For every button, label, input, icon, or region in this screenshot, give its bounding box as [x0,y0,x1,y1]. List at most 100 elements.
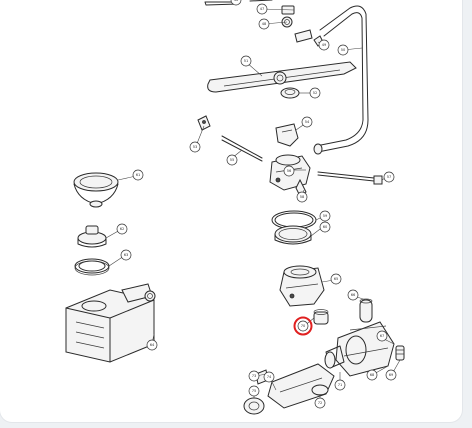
callout-c1: 46 [230,0,242,6]
callout-c30: 75 [248,385,260,397]
callout-bubble [146,339,158,351]
highlighted-bushing-part [313,309,329,325]
pump-housing [279,265,325,307]
callout-bubble [189,141,201,153]
callout-label: 64 [150,343,155,347]
callout-c4: 49 [318,39,330,51]
callout-label: 56 [287,169,292,173]
diagram-panel: 46 47 48 49 50 51 52 53 54 55 56 57 58 59 60 61 62 63 64 65… [0,0,462,422]
callout-c20: 65 [330,273,342,285]
callout-c25: 70 [297,320,309,332]
callout-bubble [376,330,388,342]
sump-head-housing [269,154,311,197]
callout-bubble [347,289,359,301]
callout-label: 74 [267,375,272,379]
callout-bubble [309,87,321,99]
left-clip-part [197,115,211,131]
drain-fitting-part [395,345,405,361]
callout-label: 72 [318,401,323,405]
callout-label: 53 [193,145,198,149]
clamp-ring-pair [271,210,317,245]
callout-c28: 73 [248,370,260,382]
callout-group: 46 47 48 49 50 51 52 53 54 55 56 57 58 59 60 61 62 63 64 65… [116,0,397,409]
callout-label: 68 [370,373,375,377]
callout-label: 66 [351,293,356,297]
right-rod-part [317,171,383,185]
callout-bubble [248,385,260,397]
callout-label: 57 [387,175,392,179]
callout-label: 58 [300,195,305,199]
callout-c8: 53 [189,141,201,153]
callout-c9: 54 [301,116,313,128]
callout-label: 71 [338,383,343,387]
callout-c14: 59 [319,210,331,222]
bracket-part [275,123,299,147]
callout-bubble [366,369,378,381]
exploded-parts-diagram: 46 47 48 49 50 51 52 53 54 55 56 57 58 59 60 61 62 63 64 65… [65,0,405,415]
callout-label: 50 [341,48,346,52]
callout-bubble [296,191,308,203]
callout-c2: 47 [256,3,268,15]
callout-bubble [120,249,132,261]
detergent-bowl-part [73,172,119,208]
callout-label: 54 [305,120,310,124]
callout-label: 59 [323,214,328,218]
callout-label: 63 [124,253,129,257]
callout-bubble [330,273,342,285]
softener-container [65,283,156,363]
callout-bubble [337,44,349,56]
callout-bubble [301,116,313,128]
callout-bubble [314,397,326,409]
callout-label: 47 [260,7,265,11]
callout-label: 65 [334,277,339,281]
callout-c7: 52 [309,87,321,99]
callout-c21: 66 [347,289,359,301]
callout-label: 60 [323,225,328,229]
callout-bubble [297,320,309,332]
callout-c17: 62 [116,223,128,235]
water-supply-tube [313,5,369,155]
callout-c13: 58 [296,191,308,203]
callout-bubble [383,171,395,183]
callout-c23: 68 [366,369,378,381]
callout-c27: 72 [314,397,326,409]
callout-c11: 56 [283,165,295,177]
callout-bubble [226,154,238,166]
callout-label: 69 [389,373,394,377]
callout-bubble [283,165,295,177]
left-cap-part [77,225,107,248]
callout-c24: 69 [385,369,397,381]
callout-bubble [263,371,275,383]
callout-label: 52 [313,91,318,95]
callout-bubble [240,55,252,67]
callout-bubble [132,169,144,181]
callout-c19: 64 [146,339,158,351]
callout-bubble [319,210,331,222]
callout-label: 61 [136,173,141,177]
callout-bubble [256,3,268,15]
callout-label: 67 [380,334,385,338]
callout-bubble [334,379,346,391]
callout-c15: 60 [319,221,331,233]
callout-c6: 51 [240,55,252,67]
callout-bubble [248,370,260,382]
sleeve-part [359,298,373,323]
left-ring-part [74,258,110,276]
callout-label: 55 [230,158,235,162]
spray-arm-hub [280,87,300,99]
callout-label: 46 [234,0,239,2]
callout-c3: 48 [258,18,270,30]
callout-c12: 57 [383,171,395,183]
callout-bubble [385,369,397,381]
callout-label: 62 [120,227,125,231]
callout-bubble [230,0,242,6]
callout-label: 49 [322,43,327,47]
callout-bubble [116,223,128,235]
callout-bubble [318,39,330,51]
callout-label: 48 [262,22,267,26]
lower-seal-ring [243,397,265,415]
thin-rod-part [221,135,263,162]
lower-spray-arm [207,61,357,93]
callout-label: 51 [244,59,249,63]
callout-label: 73 [252,374,257,378]
